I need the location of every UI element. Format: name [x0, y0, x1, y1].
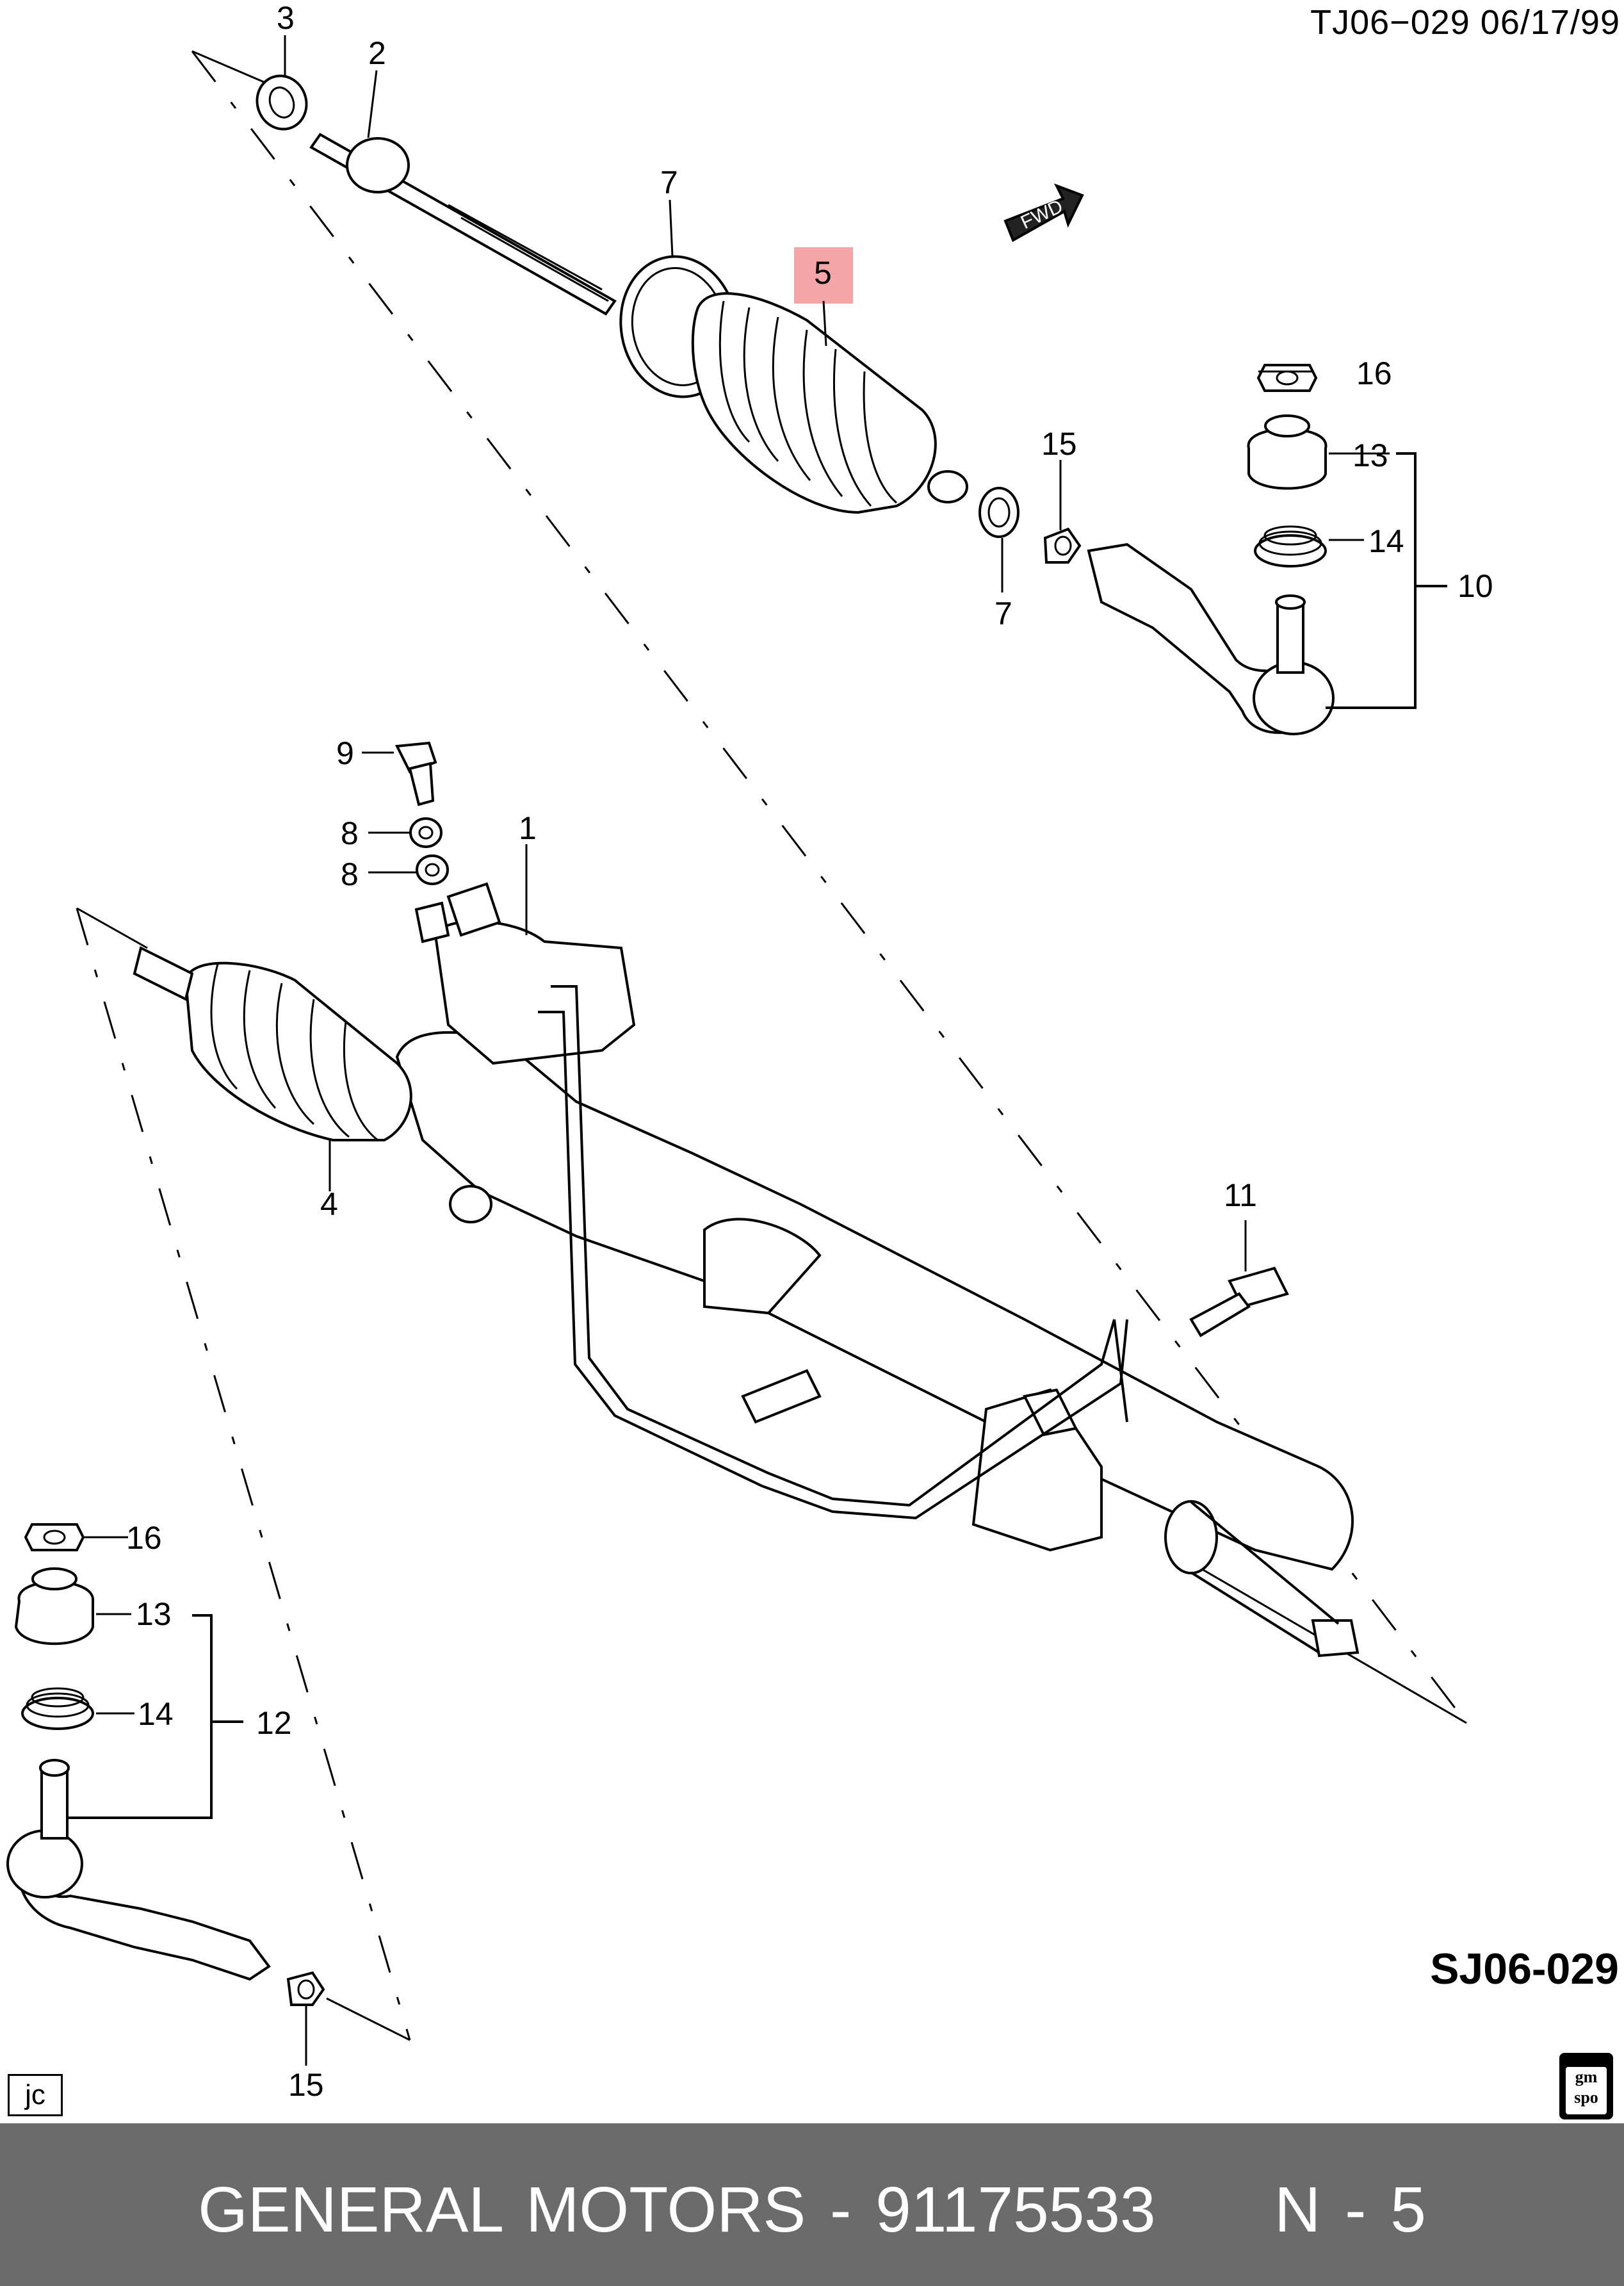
- dust-boot-part-13-lower: [14, 1567, 95, 1645]
- band-clamp-part-7: [978, 487, 1019, 538]
- callout-11: 10: [1458, 568, 1493, 604]
- callout-6: 7: [660, 165, 678, 200]
- banjo-bolt-part-9: [394, 741, 437, 806]
- group-bracket-12: [67, 1614, 213, 1819]
- callout-labels: 3 2 7 5 7 15 16 13 14 10 9 8 8 1 4 11 16…: [126, 0, 1493, 2103]
- callout-8-upper: 8: [341, 815, 359, 851]
- footer-brand: GENERAL MOTORS: [198, 2174, 806, 2246]
- callout-15-lower: 15: [288, 2067, 324, 2103]
- diagram-code: SJ06-029: [1430, 1945, 1619, 1993]
- highlighted-callout-marker: [794, 247, 853, 304]
- forward-direction-arrow: FWD: [1003, 183, 1084, 242]
- lock-nut-part-15-upper: [1043, 527, 1082, 564]
- callout-14-upper: 14: [1368, 523, 1404, 559]
- callout-1: 1: [519, 810, 537, 846]
- footer-caption: GENERAL MOTORS - 91175533 N - 5: [0, 2173, 1624, 2247]
- fluid-pipes: [538, 985, 1128, 1520]
- callout-16-lower: 16: [126, 1520, 162, 1556]
- inner-tie-rod-part-2: [309, 133, 617, 316]
- fwd-label: FWD: [1018, 196, 1066, 234]
- callout-15-upper: 15: [1041, 426, 1077, 462]
- outer-tie-rod-end-part-12: [6, 1759, 271, 1981]
- boundary-line: [326, 1997, 410, 2041]
- callout-13-lower: 13: [136, 1596, 172, 1632]
- rack-boot-part-5: [691, 292, 968, 514]
- steering-gear-exploded-diagram: FWD: [6, 0, 1493, 2103]
- logo-text-bottom: spo: [1574, 2088, 1598, 2107]
- callout-8-lower: 8: [341, 856, 359, 892]
- callout-5: 5: [814, 255, 832, 291]
- callout-16-upper: 16: [1356, 355, 1392, 391]
- rack-boot-part-4: [133, 946, 412, 1141]
- lock-washer-part-3: [256, 74, 308, 131]
- callout-4: 4: [320, 1186, 338, 1222]
- callout-13-upper: 13: [1352, 437, 1388, 473]
- footer-separator: -: [829, 2174, 852, 2246]
- boundary-line: [76, 907, 148, 949]
- washer-part-8-upper: [409, 817, 443, 848]
- gm-spo-logo: gm spo: [1559, 2053, 1613, 2119]
- dust-boot-part-13-upper: [1247, 414, 1328, 490]
- washer-part-8-lower: [416, 854, 449, 885]
- nut-part-16-lower: [24, 1523, 85, 1551]
- outer-tie-rod-end-part-11: [1087, 543, 1335, 735]
- mounting-bolt-part-10: [1189, 1266, 1289, 1337]
- spring-ring-part-14-upper: [1254, 525, 1327, 567]
- callout-12: 12: [256, 1705, 292, 1741]
- spring-ring-part-14-lower: [21, 1687, 94, 1730]
- callout-9: 9: [336, 735, 354, 771]
- nut-part-16-upper: [1256, 364, 1318, 392]
- callout-10: 11: [1224, 1177, 1257, 1213]
- footer-ref: N - 5: [1274, 2174, 1426, 2246]
- logo-text-top: gm: [1575, 2068, 1598, 2086]
- callout-2: 2: [368, 35, 386, 71]
- corner-label: jc: [8, 2074, 63, 2116]
- footer-part-number: 91175533: [875, 2174, 1156, 2246]
- callout-7: 7: [995, 596, 1012, 632]
- boundary-line: [76, 908, 411, 2041]
- lock-nut-part-15-lower: [286, 1971, 325, 2006]
- group-bracket-11: [1326, 452, 1417, 709]
- footer-bar: GENERAL MOTORS - 91175533 N - 5: [0, 2123, 1624, 2286]
- callout-3: 3: [277, 0, 295, 36]
- drawing-reference-code: TJ06−029 06/17/99: [1310, 3, 1620, 42]
- callout-14-lower: 14: [138, 1696, 174, 1732]
- steering-gear-assembly-part-1: [395, 882, 1360, 1658]
- callout-leaders: [83, 35, 1390, 2066]
